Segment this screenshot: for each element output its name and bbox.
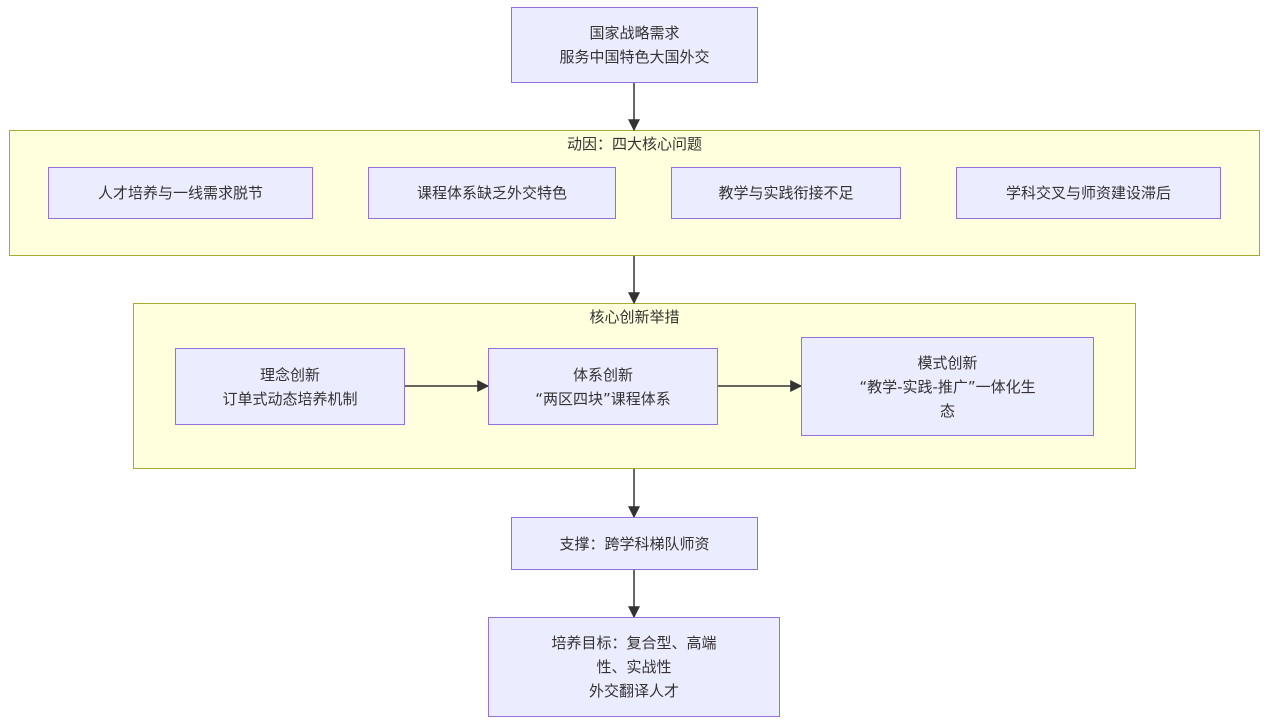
node-goal-line2: 性、实战性 [596,658,672,676]
node-problem-talent: 人才培养与一线需求脱节 [48,167,313,219]
node-measure-mode-line3: 态 [939,401,955,420]
node-problem-curriculum: 课程体系缺乏外交特色 [368,167,616,219]
node-measure-concept-line2: 订单式动态培养机制 [222,389,358,408]
node-measure-mode-line2: “教学-实践-推广”一体化生 [859,377,1036,396]
node-measure-mode: 模式创新 “教学-实践-推广”一体化生 态 [801,337,1094,436]
node-problem-practice: 教学与实践衔接不足 [671,167,901,219]
node-support: 支撑：跨学科梯队师资 [511,517,758,570]
node-problem-faculty-label: 学科交叉与师资建设滞后 [1005,184,1171,202]
node-measure-system-line1: 体系创新 [572,365,633,384]
node-problem-talent-label: 人才培养与一线需求脱节 [97,184,263,202]
node-measure-mode-line1: 模式创新 [917,353,978,372]
node-measure-concept-line1: 理念创新 [259,365,320,384]
node-goal: 培养目标：复合型、高端 性、实战性 外交翻译人才 [488,617,780,717]
node-problem-faculty: 学科交叉与师资建设滞后 [956,167,1221,219]
node-support-label: 支撑：跨学科梯队师资 [559,534,710,553]
group-measures-title: 核心创新举措 [589,308,680,326]
node-goal-line3: 外交翻译人才 [588,682,679,700]
node-measure-system-line2: “两区四块”课程体系 [535,389,671,408]
node-national-strategy: 国家战略需求 服务中国特色大国外交 [511,7,758,83]
node-measure-system: 体系创新 “两区四块”课程体系 [488,348,718,425]
group-motivation-title: 动因：四大核心问题 [566,135,702,153]
node-national-strategy-line1: 国家战略需求 [589,24,680,42]
node-goal-line1: 培养目标：复合型、高端 [551,634,717,652]
node-problem-curriculum-label: 课程体系缺乏外交特色 [416,184,567,202]
node-measure-concept: 理念创新 订单式动态培养机制 [175,348,405,425]
node-problem-practice-label: 教学与实践衔接不足 [718,184,854,202]
node-national-strategy-line2: 服务中国特色大国外交 [559,48,710,66]
